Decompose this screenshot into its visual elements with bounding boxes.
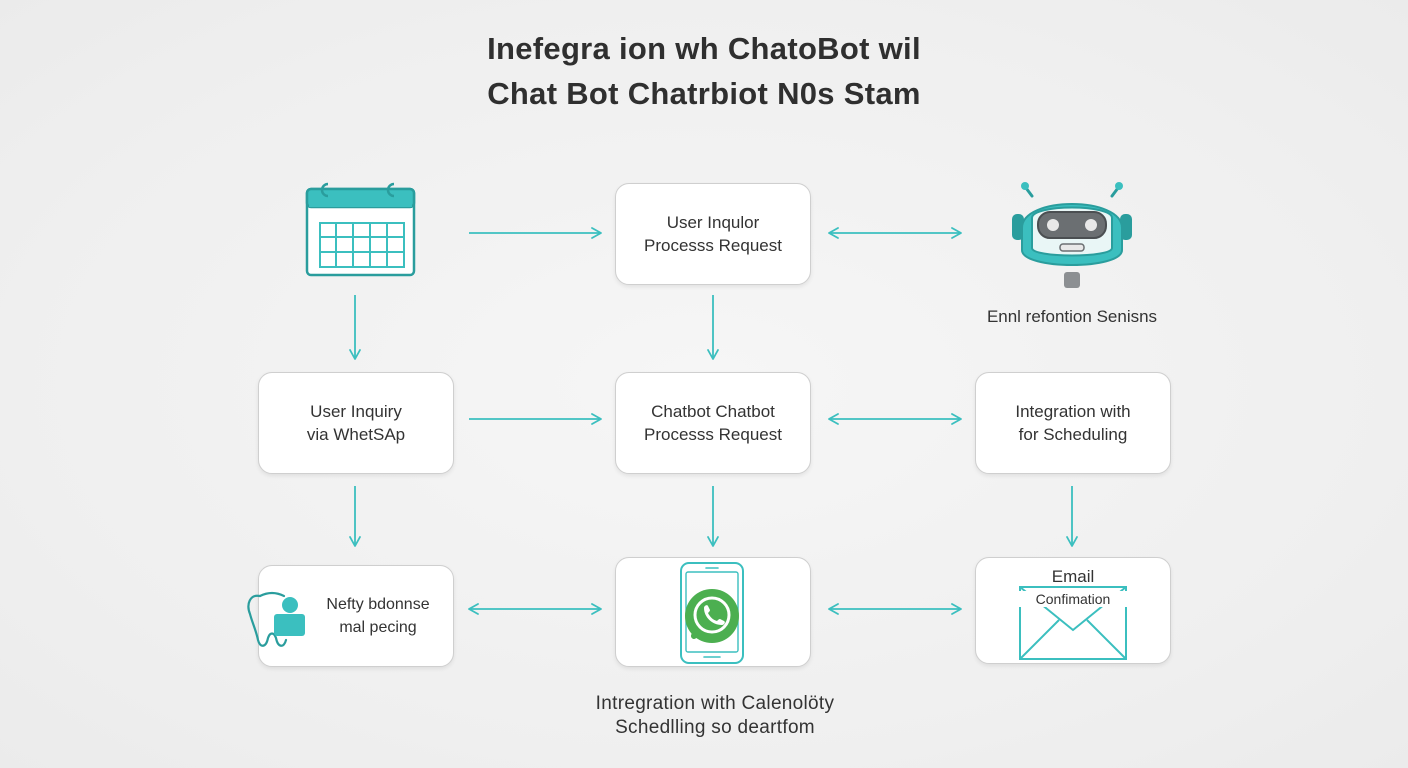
email-subtitle: Confimation	[1009, 591, 1137, 607]
node-user-inquiry-whatsapp[interactable]: User Inquiry via WhetSAp	[258, 372, 454, 474]
bottom-caption-line2: Schedlling so deartfom	[615, 717, 815, 738]
node-line1: Chatbot Chatbot	[651, 402, 775, 421]
node-user-inquiry-process[interactable]: User Inqulor Processs Request	[615, 183, 811, 285]
node-chatbot-process[interactable]: Chatbot Chatbot Processs Request	[615, 372, 811, 474]
node-whatsapp-phone[interactable]	[615, 557, 811, 667]
node-integration-scheduling[interactable]: Integration with for Scheduling	[975, 372, 1171, 474]
node-line2: Processs Request	[644, 425, 782, 444]
email-title: Email	[1051, 567, 1095, 586]
node-line2: via WhetSAp	[306, 425, 406, 444]
node-line1: Integration with	[1015, 402, 1131, 421]
diagram-title-line1: Inefegra ion wh ChatoBot wil	[487, 31, 921, 66]
node-line1: User Inquiry	[310, 402, 402, 421]
node-line2: Processs Request	[644, 236, 782, 255]
node-notify-response[interactable]: Nefty bdonnse mal pecing	[258, 565, 454, 667]
bottom-caption-line1: Intregration with Calenolöty	[595, 693, 835, 714]
node-line1: User Inqulor	[666, 213, 760, 232]
robot-caption: Ennl refontion Senisns	[986, 307, 1158, 326]
diagram-title-line2: Chat Bot Chatrbiot N0s Stam	[487, 76, 921, 111]
node-line2: mal pecing	[339, 619, 417, 636]
node-line1: Nefty bdonnse	[326, 596, 430, 613]
node-line2: for Scheduling	[1018, 425, 1128, 444]
